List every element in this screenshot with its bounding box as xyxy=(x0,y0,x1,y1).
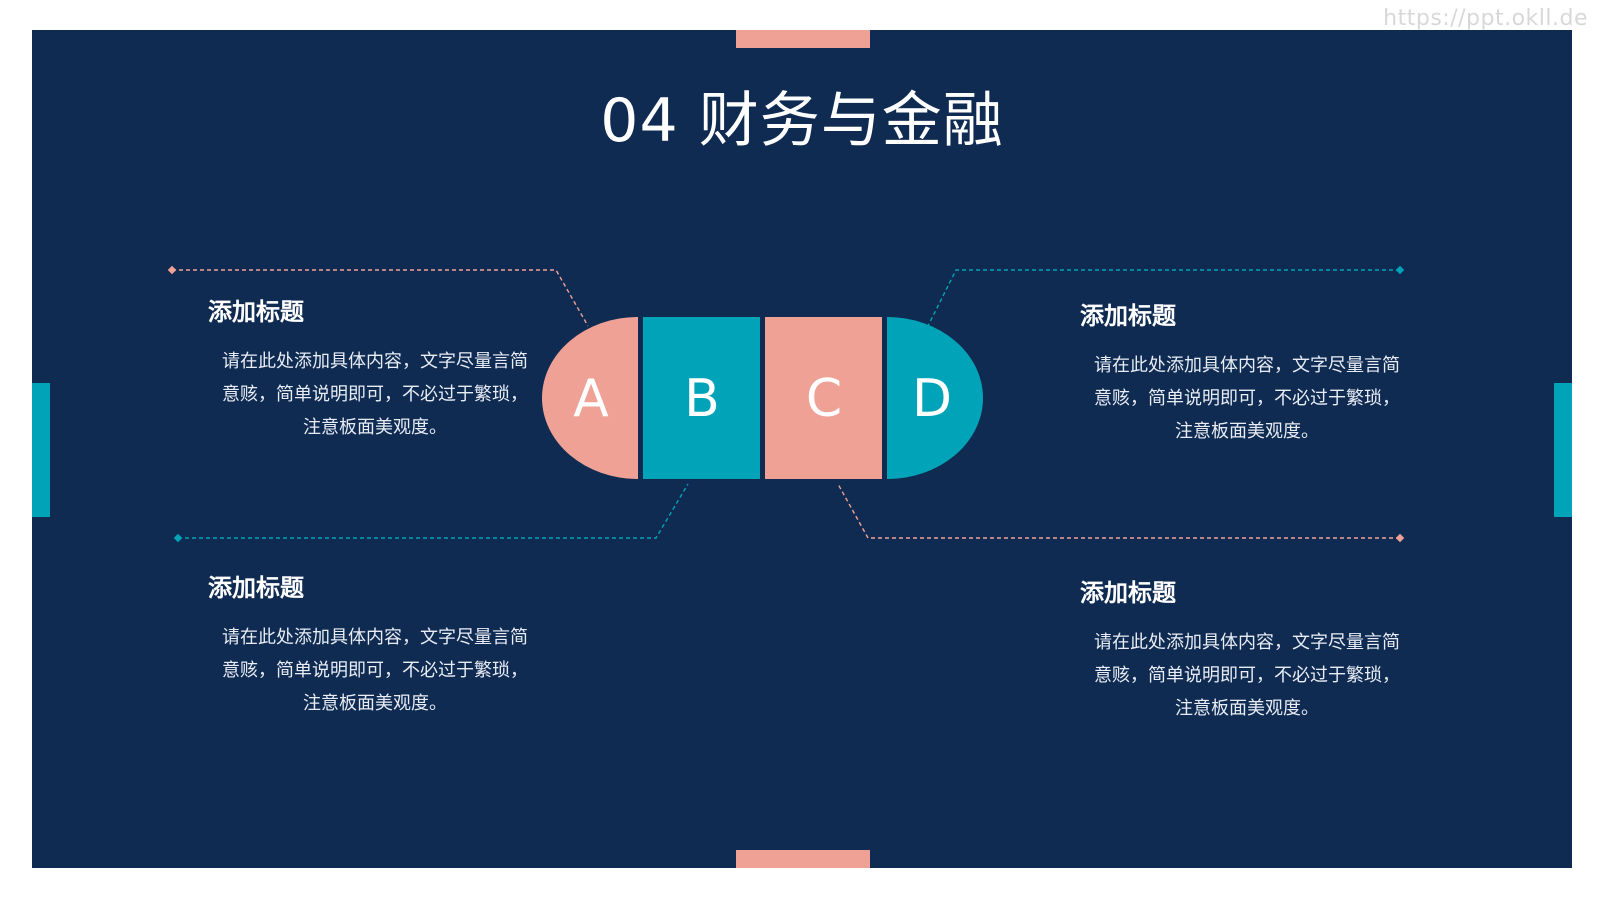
block-title: 添加标题 xyxy=(1080,579,1176,607)
block-line: 请在此处添加具体内容，文字尽量言简 xyxy=(222,351,528,372)
connector-bottom-left-dot xyxy=(173,533,183,543)
block-line: 请在此处添加具体内容，文字尽量言简 xyxy=(1094,355,1400,376)
segment-a xyxy=(542,317,638,479)
right-side-bar xyxy=(1554,383,1572,517)
block-line: 意赅，简单说明即可，不必过于繁琐， xyxy=(222,384,528,405)
segment-c xyxy=(765,317,882,479)
segment-b-letter: B xyxy=(684,369,720,429)
watermark-text: https://ppt.okll.de xyxy=(1383,6,1588,31)
connector-top-right xyxy=(927,269,1400,327)
block-line: 注意板面美观度。 xyxy=(303,417,447,438)
text-block-top-right: 添加标题 请在此处添加具体内容，文字尽量言简 意赅，简单说明即可，不必过于繁琐，… xyxy=(1072,296,1422,448)
block-body: 请在此处添加具体内容，文字尽量言简 意赅，简单说明即可，不必过于繁琐， 注意板面… xyxy=(200,345,550,444)
block-body: 请在此处添加具体内容，文字尽量言简 意赅，简单说明即可，不必过于繁琐， 注意板面… xyxy=(1072,626,1422,725)
connector-top-left-dot xyxy=(167,265,177,275)
block-line: 意赅，简单说明即可，不必过于繁琐， xyxy=(222,660,528,681)
connector-graphic: A B C D xyxy=(167,265,1405,543)
text-block-bottom-right: 添加标题 请在此处添加具体内容，文字尽量言简 意赅，简单说明即可，不必过于繁琐，… xyxy=(1072,573,1422,725)
block-title: 添加标题 xyxy=(208,298,304,326)
connector-bottom-right-dot xyxy=(1395,533,1405,543)
connector-bottom-right xyxy=(837,483,1400,539)
block-body: 请在此处添加具体内容，文字尽量言简 意赅，简单说明即可，不必过于繁琐， 注意板面… xyxy=(200,621,550,720)
block-body: 请在此处添加具体内容，文字尽量言简 意赅，简单说明即可，不必过于繁琐， 注意板面… xyxy=(1072,349,1422,448)
block-line: 请在此处添加具体内容，文字尽量言简 xyxy=(222,627,528,648)
block-line: 意赅，简单说明即可，不必过于繁琐， xyxy=(1094,665,1400,686)
block-line: 意赅，简单说明即可，不必过于繁琐， xyxy=(1094,388,1400,409)
connector-top-right-dot xyxy=(1395,265,1405,275)
connector-top-left xyxy=(172,269,589,327)
block-line: 注意板面美观度。 xyxy=(1175,421,1319,442)
block-title: 添加标题 xyxy=(1080,302,1176,330)
block-title: 添加标题 xyxy=(208,574,304,602)
top-accent-bar xyxy=(736,30,870,48)
connector-bottom-left xyxy=(178,483,689,539)
left-side-bar xyxy=(32,383,50,517)
segment-a-letter: A xyxy=(573,369,609,429)
slide-title: 04 财务与金融 xyxy=(600,86,1004,156)
block-line: 请在此处添加具体内容，文字尽量言简 xyxy=(1094,632,1400,653)
block-line: 注意板面美观度。 xyxy=(303,693,447,714)
segment-d xyxy=(887,317,983,479)
segment-d-letter: D xyxy=(912,369,952,429)
slide: 04 财务与金融 A B C D 添加标题 xyxy=(32,30,1572,868)
segment-b xyxy=(643,317,760,479)
text-block-bottom-left: 添加标题 请在此处添加具体内容，文字尽量言简 意赅，简单说明即可，不必过于繁琐，… xyxy=(200,568,550,720)
block-line: 注意板面美观度。 xyxy=(1175,698,1319,719)
bottom-accent-bar xyxy=(736,850,870,868)
segment-c-letter: C xyxy=(806,369,842,429)
text-block-top-left: 添加标题 请在此处添加具体内容，文字尽量言简 意赅，简单说明即可，不必过于繁琐，… xyxy=(200,292,550,444)
